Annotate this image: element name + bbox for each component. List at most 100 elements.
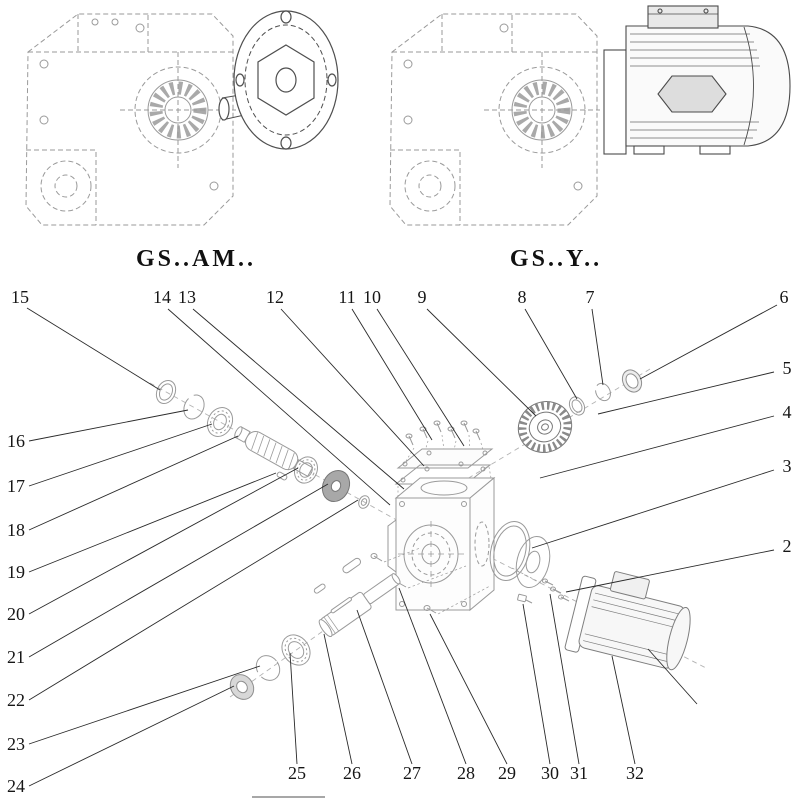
label-gs-am: GS..AM.. [136, 246, 256, 272]
leader-line-2 [565, 549, 775, 593]
worm-gear-disc [321, 469, 351, 503]
coupling-screws [511, 567, 570, 602]
callout-32: 32 [626, 763, 644, 783]
terminal-box [647, 5, 719, 29]
leader-line-23 [28, 665, 261, 745]
callout-11: 11 [338, 287, 355, 307]
motor-center-panel [657, 75, 727, 113]
leader-line-26 [323, 633, 353, 765]
leader-line-10 [376, 308, 465, 447]
leader-line-8 [524, 308, 578, 400]
leader-line-5 [597, 371, 775, 415]
dowel-pin-input [276, 471, 288, 481]
leader-line-20 [28, 467, 299, 615]
callout-25: 25 [288, 763, 306, 783]
callout-6: 6 [780, 287, 789, 307]
callout-2: 2 [783, 536, 792, 556]
output-washer [229, 674, 255, 700]
callout-10: 10 [363, 287, 381, 307]
motor-terminal-box [609, 571, 650, 600]
leader-line-17 [28, 423, 213, 487]
callout-28: 28 [457, 763, 475, 783]
callout-31: 31 [570, 763, 588, 783]
callout-30: 30 [541, 763, 559, 783]
leader-line-19 [28, 472, 277, 573]
leader-line-29 [429, 613, 508, 765]
callout-26: 26 [343, 763, 361, 783]
motor [564, 571, 691, 671]
gear-circlip [595, 382, 611, 402]
leader-line-31 [549, 593, 580, 765]
cover-screws [405, 420, 485, 462]
adapter-plate [515, 535, 551, 589]
callout-8: 8 [518, 287, 527, 307]
leader-line-16 [28, 409, 189, 442]
dowel-pin-output [313, 583, 326, 594]
leader-line-25 [289, 652, 298, 765]
callout-5: 5 [783, 358, 792, 378]
callout-29: 29 [498, 763, 516, 783]
output-circlip [255, 655, 281, 681]
gear-washer [621, 369, 643, 393]
worm-bearing [294, 456, 318, 484]
callout-7: 7 [586, 287, 595, 307]
gear-spacer [568, 396, 586, 416]
leader-line-6 [639, 304, 778, 380]
callout-23: 23 [7, 734, 25, 754]
input-bore-sunburst [149, 81, 207, 139]
motor-leader-line [647, 648, 698, 705]
callout-16: 16 [7, 431, 25, 451]
leader-line-11 [351, 308, 433, 441]
callout-18: 18 [7, 520, 25, 540]
gear-housing [387, 476, 496, 612]
callout-24: 24 [7, 776, 25, 796]
output-shaft [318, 573, 401, 638]
callout-19: 19 [7, 562, 25, 582]
callout-20: 20 [7, 604, 25, 624]
leader-line-32 [611, 655, 636, 765]
callout-12: 12 [266, 287, 284, 307]
callout-3: 3 [783, 456, 792, 476]
leader-line-12 [280, 308, 425, 467]
leader-line-22 [28, 499, 359, 701]
input-bearing [206, 406, 234, 438]
leader-line-7 [591, 308, 604, 386]
leader-line-24 [28, 685, 235, 787]
helical-gear [517, 401, 573, 453]
callout-17: 17 [7, 476, 25, 496]
leader-line-27 [356, 609, 413, 765]
leader-line-15 [26, 307, 161, 391]
callout-4: 4 [783, 402, 792, 422]
callout-9: 9 [418, 287, 427, 307]
callout-21: 21 [7, 647, 25, 667]
leader-line-3 [531, 469, 775, 549]
spacer-ring [358, 495, 370, 509]
shaft-key [342, 557, 362, 574]
callout-13: 13 [178, 287, 196, 307]
label-gs-y: GS..Y.. [510, 246, 602, 272]
leader-line-18 [28, 435, 239, 531]
gearbox-am-view [25, 13, 236, 226]
exploded-assembly [149, 368, 707, 705]
leader-line-30 [522, 603, 551, 765]
input-bore-sunburst-y [513, 81, 571, 139]
leader-line-21 [28, 483, 329, 658]
leader-line-9 [426, 308, 537, 417]
y-motor-view [603, 5, 791, 155]
motor-fins-exploded [583, 592, 681, 663]
breather-plug [517, 593, 533, 604]
gearbox-y-view [389, 13, 600, 226]
worm-shaft [234, 426, 314, 477]
leader-line-13 [192, 308, 405, 490]
callout-22: 22 [7, 690, 25, 710]
leader-line-28 [398, 587, 467, 765]
leader-line-14 [167, 308, 391, 506]
callout-15: 15 [11, 287, 29, 307]
am-output-flange [218, 10, 339, 150]
callout-27: 27 [403, 763, 421, 783]
motor-fins [630, 33, 760, 139]
leader-line-4 [539, 415, 775, 479]
input-circlip [183, 394, 205, 420]
